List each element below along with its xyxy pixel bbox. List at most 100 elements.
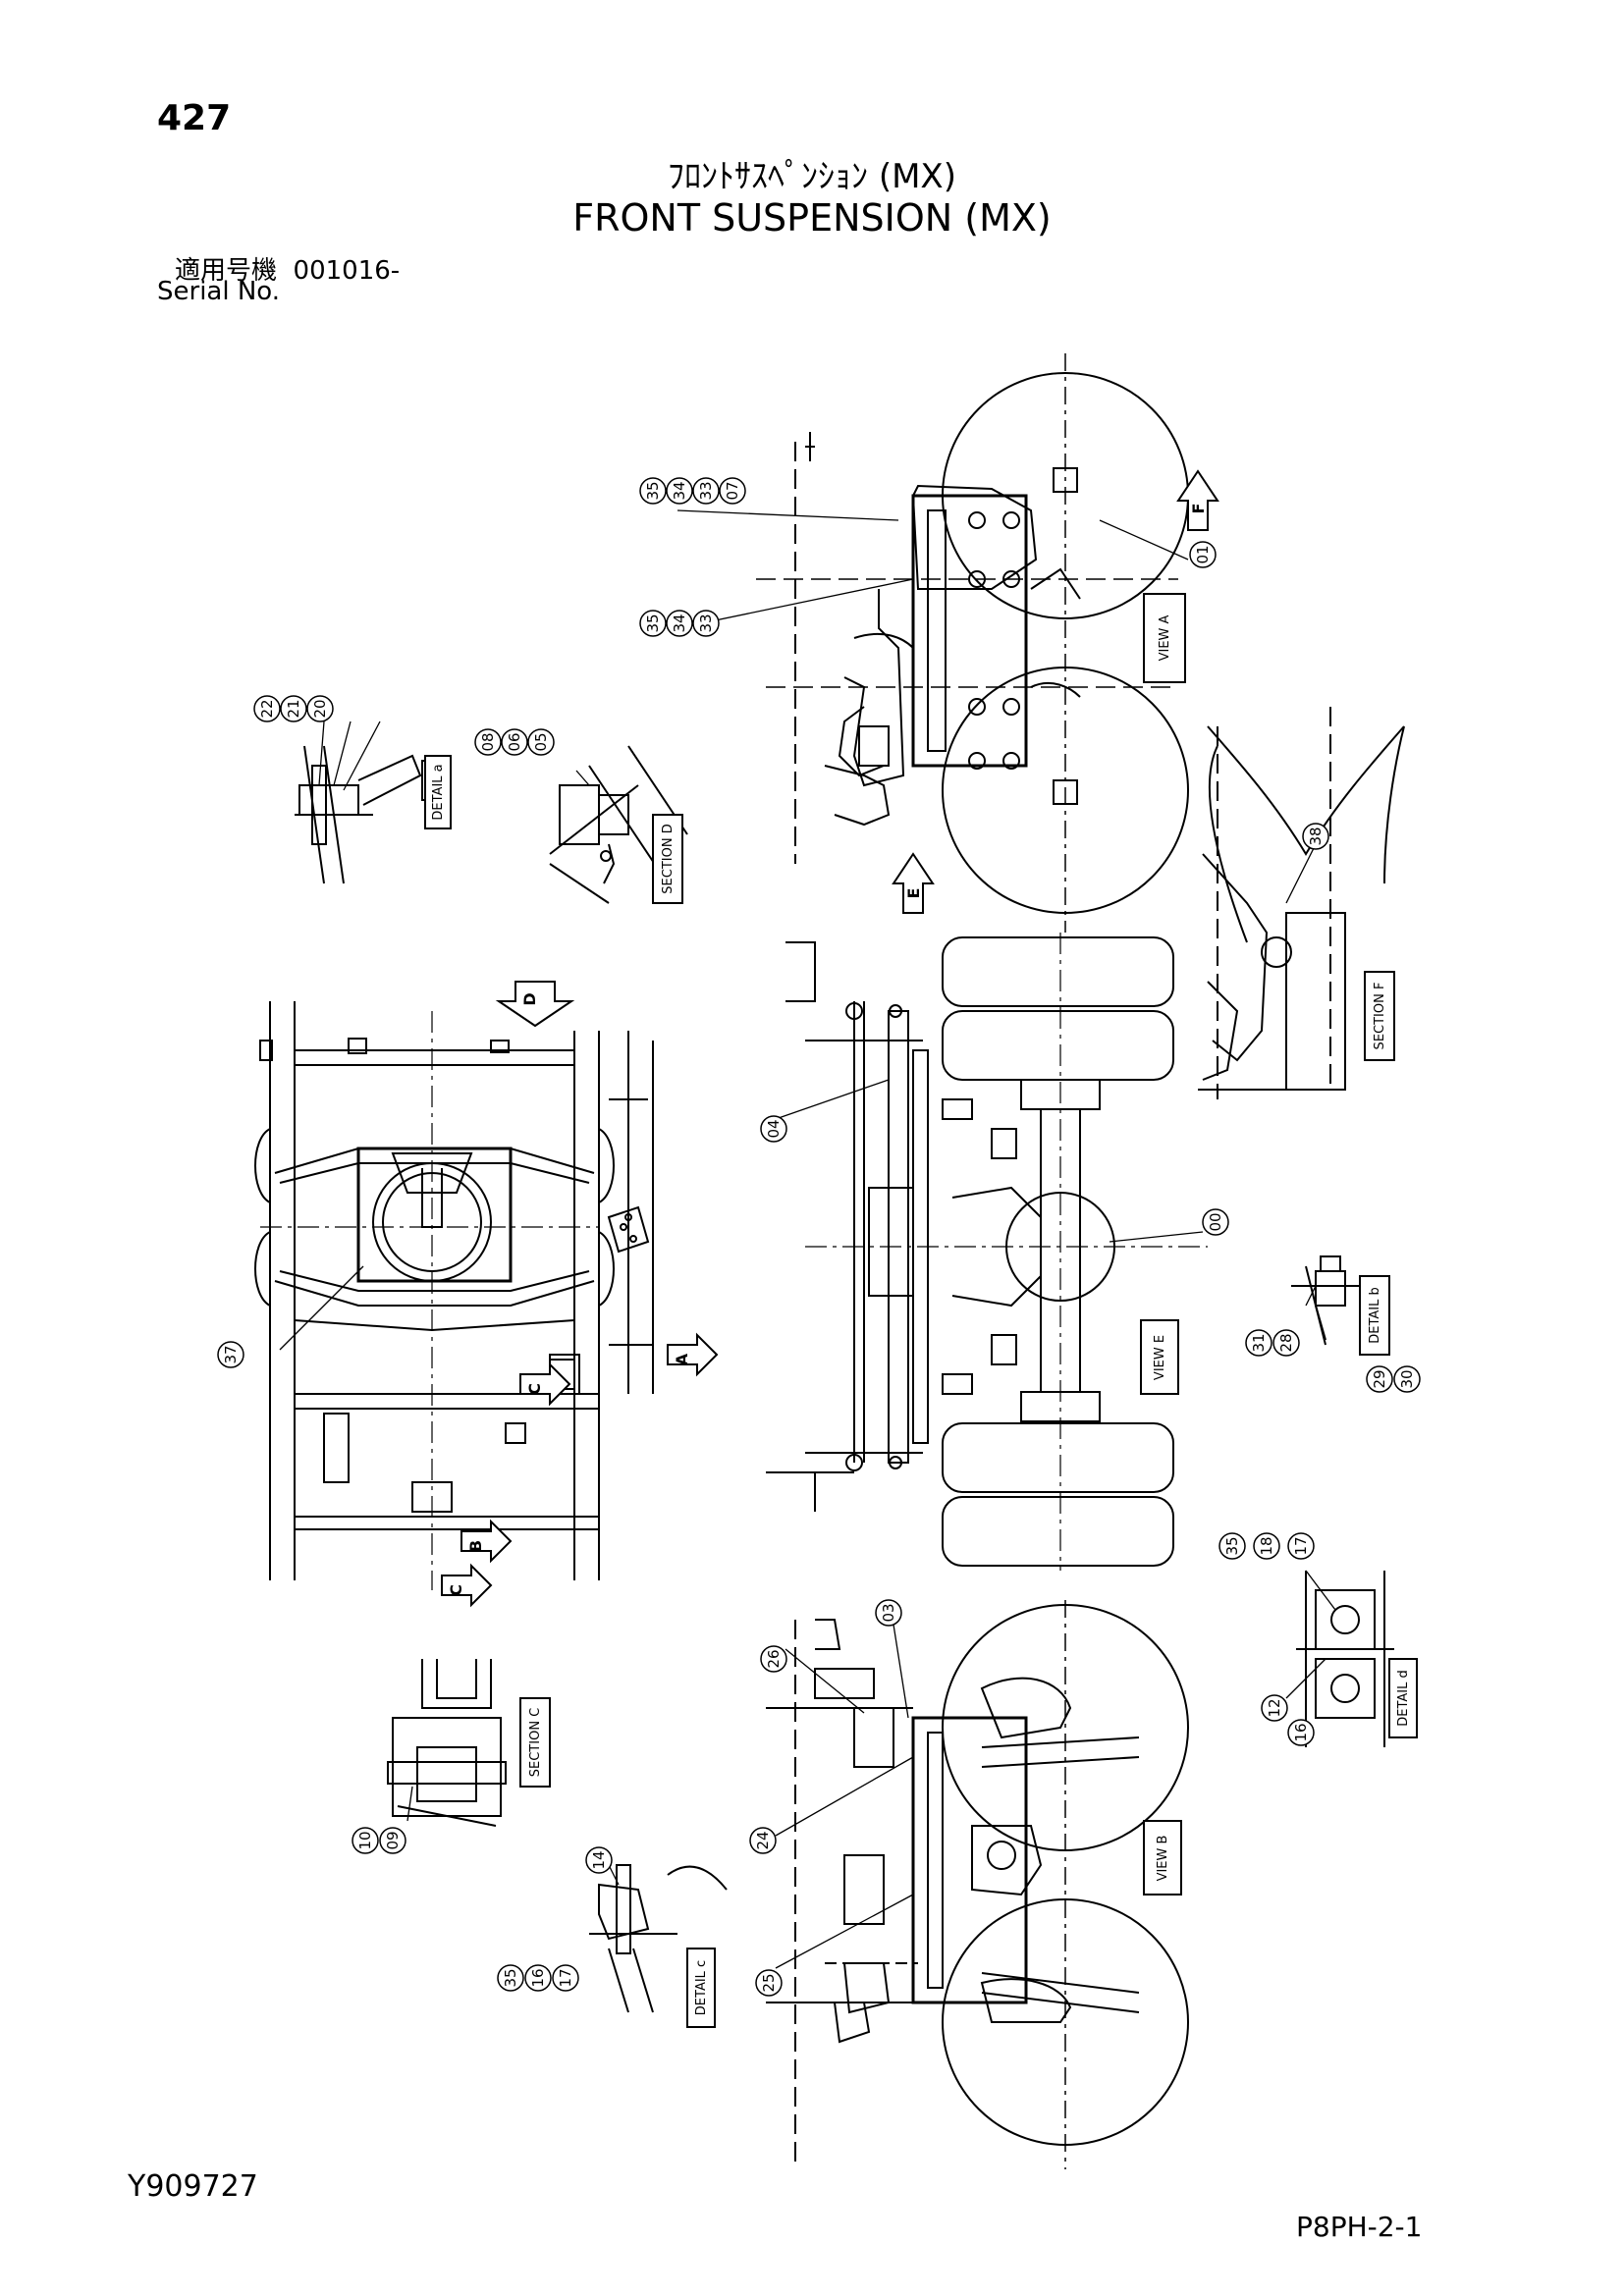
callout-09: 09 [379, 1827, 406, 1854]
callout-17-detail-c: 17 [552, 1964, 579, 1992]
detail-d-label [1388, 1658, 1418, 1738]
callout-01: 01 [1189, 541, 1217, 568]
view-b-label [1143, 1820, 1182, 1896]
section-f-drawing [1198, 707, 1405, 1099]
serial-label: Serial No. [157, 277, 280, 306]
callout-29: 29 [1366, 1365, 1393, 1393]
section-c-label [519, 1697, 551, 1788]
arrow-letter-e: E [904, 888, 923, 899]
callout-24: 24 [749, 1827, 777, 1854]
callout-38: 38 [1302, 823, 1329, 850]
callout-label: 35 [502, 1968, 519, 1987]
callout-35-detail-c: 35 [497, 1964, 524, 1992]
callout-label: 05 [532, 732, 550, 751]
arrow-letter-c-lower: C [447, 1584, 465, 1596]
callout-label: 17 [557, 1968, 574, 1987]
callout-17-detail-d: 17 [1287, 1532, 1315, 1560]
callout-label: 34 [671, 614, 688, 632]
view-e-label-text: VIEW E [1153, 1335, 1167, 1380]
arrow-letter-a: A [673, 1353, 691, 1365]
callout-25: 25 [755, 1969, 783, 1997]
callout-00: 00 [1202, 1208, 1229, 1236]
callout-18: 18 [1253, 1532, 1280, 1560]
callout-08: 08 [474, 728, 502, 756]
detail-b-label [1359, 1275, 1390, 1356]
callout-label: 20 [311, 699, 329, 718]
document-id: Y909727 [128, 2169, 258, 2204]
callout-label: 26 [765, 1649, 783, 1668]
callout-14: 14 [585, 1846, 613, 1874]
detail-b-label-text: DETAIL b [1368, 1287, 1382, 1344]
callout-label: 35 [644, 614, 662, 632]
callout-28: 28 [1272, 1329, 1300, 1357]
view-a-label-text: VIEW A [1158, 614, 1172, 661]
callout-03: 03 [875, 1599, 902, 1627]
section-d-label [652, 814, 683, 904]
arrow-letter-c-upper: C [525, 1383, 544, 1395]
view-b-label-text: VIEW B [1156, 1836, 1170, 1882]
callout-12: 12 [1261, 1694, 1288, 1722]
callout-34-mid: 34 [666, 610, 693, 637]
serial-value: 001016- [293, 256, 401, 286]
callout-04: 04 [760, 1115, 787, 1143]
callout-35-detail-d: 35 [1218, 1532, 1246, 1560]
arrow-letter-f: F [1189, 504, 1208, 514]
callout-label: 00 [1207, 1212, 1224, 1231]
callout-label: 10 [356, 1831, 374, 1849]
callout-33-mid: 33 [692, 610, 720, 637]
section-f-label [1364, 971, 1395, 1061]
callout-label: 03 [880, 1603, 897, 1622]
callout-35-mid: 35 [639, 610, 667, 637]
serial-range: 適用号機 001016- [175, 250, 400, 287]
callout-label: 22 [258, 699, 276, 718]
callout-06: 06 [501, 728, 528, 756]
callout-34-top: 34 [666, 477, 693, 505]
callout-20: 20 [306, 695, 334, 722]
callout-label: 37 [222, 1345, 240, 1363]
detail-c-label [686, 1948, 716, 2028]
callout-label: 38 [1307, 827, 1325, 845]
callout-31: 31 [1245, 1329, 1272, 1357]
arrow-markers [441, 469, 1219, 1608]
callout-label: 01 [1194, 545, 1212, 563]
callout-33-top: 33 [692, 477, 720, 505]
callout-label: 34 [671, 481, 688, 500]
callout-label: 14 [590, 1850, 608, 1869]
callout-35-top: 35 [639, 477, 667, 505]
callout-label: 35 [1223, 1536, 1241, 1555]
arrow-letter-d: D [520, 992, 539, 1005]
title-japanese: ﾌﾛﾝﾄｻｽﾍﾟﾝｼｮﾝ (MX) [668, 157, 956, 196]
callout-26: 26 [760, 1645, 787, 1673]
page-code: P8PH-2-1 [1296, 2211, 1423, 2243]
view-e-drawing [766, 933, 1208, 1571]
plan-view-frame [254, 1001, 654, 1590]
view-b-drawing [766, 1600, 1189, 2169]
view-a-label [1143, 593, 1186, 683]
page-number: 427 [157, 98, 232, 138]
callout-label: 17 [1292, 1536, 1310, 1555]
arrow-letter-b: B [466, 1540, 485, 1552]
callout-label: 21 [285, 699, 302, 718]
callout-10: 10 [352, 1827, 379, 1854]
callout-label: 18 [1258, 1536, 1275, 1555]
callout-label: 31 [1250, 1333, 1268, 1352]
callout-label: 06 [506, 732, 523, 751]
callout-label: 33 [697, 614, 715, 632]
view-e-label [1140, 1319, 1179, 1395]
detail-d-drawing [1296, 1571, 1394, 1747]
callout-16-detail-d: 16 [1287, 1719, 1315, 1746]
callout-label: 04 [765, 1119, 783, 1138]
callout-label: 12 [1266, 1698, 1283, 1717]
callout-22: 22 [253, 695, 281, 722]
section-f-label-text: SECTION F [1373, 983, 1387, 1050]
callout-label: 16 [529, 1968, 547, 1987]
detail-c-label-text: DETAIL c [694, 1960, 709, 2015]
callout-label: 29 [1371, 1369, 1388, 1388]
callout-label: 28 [1277, 1333, 1295, 1352]
callout-label: 09 [384, 1831, 402, 1849]
callout-37: 37 [217, 1341, 244, 1368]
detail-a-label [424, 755, 452, 829]
detail-a-label-text: DETAIL a [431, 764, 446, 820]
callout-16-detail-c: 16 [524, 1964, 552, 1992]
